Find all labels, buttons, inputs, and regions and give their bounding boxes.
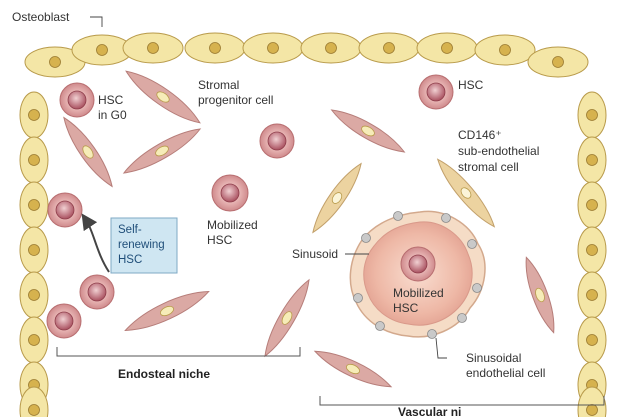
cd146-label: CD146⁺ sub-endothelial stromal cell	[458, 128, 543, 174]
osteoblast-cell	[577, 386, 607, 417]
osteoblast-cell	[577, 181, 607, 229]
leader-lines	[90, 16, 447, 359]
hsc-g0-label: HSC in G0	[98, 93, 127, 122]
vascular-niche-label: Vascular ni	[398, 405, 461, 417]
osteoblast-label: Osteoblast	[12, 10, 70, 24]
osteoblast-cell	[527, 46, 589, 78]
osteoblast-cell	[19, 316, 49, 364]
sinusoid-label: Sinusoid	[292, 247, 338, 261]
stromal-cell	[264, 278, 310, 358]
vascular-bracket	[319, 396, 605, 406]
stromal-cell	[125, 70, 201, 124]
mobilized-hsc-label: Mobilized HSC	[207, 218, 261, 247]
hsc-in-g0-cell	[59, 82, 95, 118]
cd146-stromal-cells	[312, 158, 496, 234]
stromal-cell	[313, 350, 393, 388]
osteoblast-cell	[19, 91, 49, 139]
osteoblast-cell	[577, 136, 607, 184]
hsc-label: HSC	[458, 78, 484, 92]
self-renewing-hsc-cell	[47, 192, 83, 228]
osteoblast-cell	[242, 32, 304, 64]
self-renewing-box	[110, 217, 178, 274]
osteoblast-cell	[577, 226, 607, 274]
sinusoidal-endothelial-nuclei	[353, 211, 482, 339]
osteoblast-cell	[300, 32, 362, 64]
osteoblast-cell	[19, 271, 49, 319]
osteoblast-cell	[577, 91, 607, 139]
self-renewal-arrow	[81, 213, 110, 273]
endosteal-bracket	[56, 347, 301, 357]
osteoblast-cell	[122, 32, 184, 64]
mobilized-hsc-sinusoid-label: Mobilized HSC	[393, 286, 447, 315]
osteoblast-cell	[416, 32, 478, 64]
sinusoidal-endothelial-label: Sinusoidal endothelial cell	[466, 351, 545, 380]
stromal-cell	[525, 256, 555, 334]
osteoblast-cell	[474, 34, 536, 66]
mobilized-hsc-cell	[211, 174, 249, 212]
osteoblast-cell	[71, 34, 133, 66]
stromal-cells	[63, 70, 555, 388]
hsc-cell	[259, 123, 295, 159]
self-renewing-hsc-cell	[79, 274, 115, 310]
sinusoid	[349, 210, 486, 339]
osteoblast-cell	[19, 136, 49, 184]
cd146-cell	[312, 162, 362, 234]
mobilized-hsc-in-sinusoid	[400, 246, 436, 282]
stromal-cell	[63, 116, 113, 188]
osteoblast-cell	[19, 226, 49, 274]
stromal-cell	[122, 128, 202, 174]
stromal-progenitor-label: Stromal progenitor cell	[198, 78, 273, 107]
hsc-cells	[46, 74, 454, 339]
osteoblast-cell	[577, 271, 607, 319]
endosteal-niche-label: Endosteal niche	[118, 367, 210, 381]
osteoblast-cell	[184, 32, 246, 64]
hsc-cell	[46, 303, 82, 339]
osteoblast-lining	[19, 32, 607, 417]
stromal-cell	[330, 109, 406, 153]
osteoblast-cell	[19, 181, 49, 229]
osteoblast-cell	[19, 386, 49, 417]
osteoblast-cell	[358, 32, 420, 64]
self-renewing-label: Self- renewing HSC	[118, 224, 168, 266]
cd146-cell	[436, 158, 496, 228]
osteoblast-cell	[577, 316, 607, 364]
hsc-cell	[418, 74, 454, 110]
stromal-cell	[124, 291, 210, 331]
